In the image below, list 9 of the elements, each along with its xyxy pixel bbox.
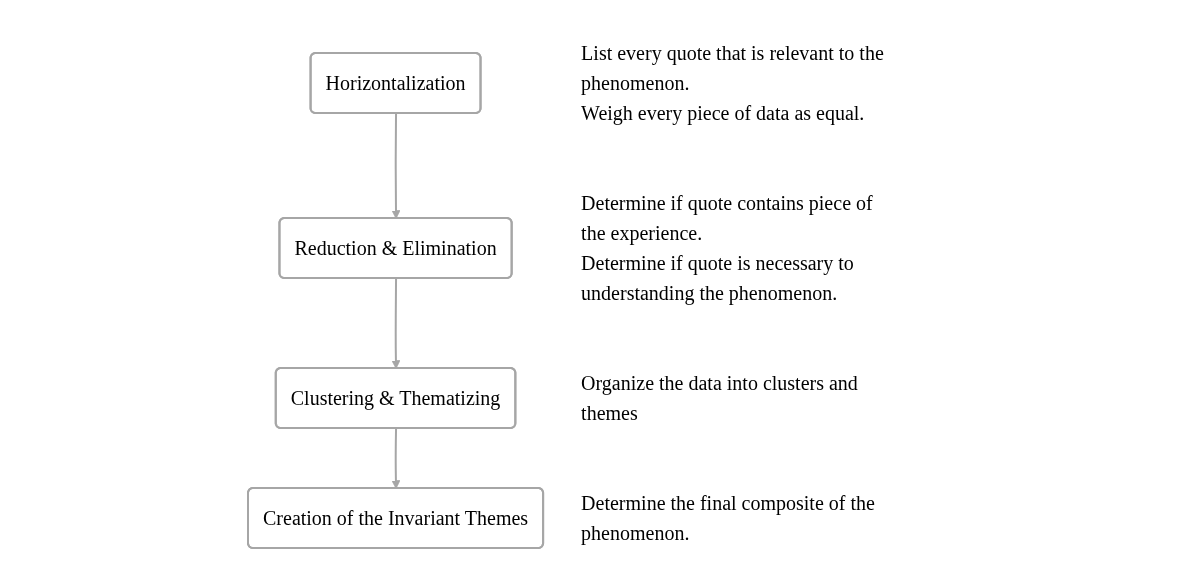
node-label: Organize the data into clusters and themes [581,372,859,424]
node-label: List every quote that is relevant to the phenomenon. [581,42,885,94]
node-label: Determine if quote is necessary to understanding the phenomenon. [581,252,855,304]
node-label: Determine if quote contains piece of the experience. [581,192,874,244]
arrow [392,112,401,219]
node-label: Determine the final composite of the phenomenon. [581,492,876,544]
node-label: Weigh every piece of data as equal. [581,102,865,124]
arrow [391,277,401,369]
arrow [391,427,401,489]
